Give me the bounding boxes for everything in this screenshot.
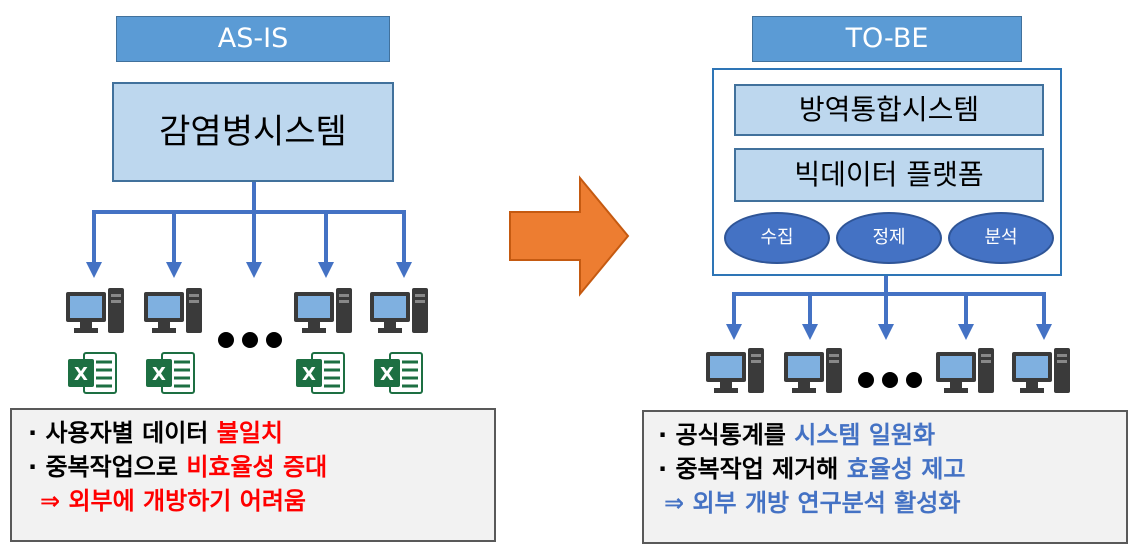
- computer-icon: [142, 288, 206, 342]
- as-is-note-2: · 중복작업으로 비효율성 증대: [28, 453, 328, 481]
- as-is-tree: [86, 181, 412, 278]
- as-is-note-3: ⇒ 외부에 개방하기 어려움: [40, 487, 306, 515]
- analyze-oval: 분석: [948, 212, 1054, 264]
- svg-text:X: X: [74, 364, 88, 385]
- big-data-platform-box: 빅데이터 플랫폼: [734, 148, 1044, 202]
- computer-icon: [1010, 348, 1074, 402]
- to-be-note-1: · 공식통계를 시스템 일원화: [658, 421, 936, 449]
- excel-icon: X: [372, 350, 428, 400]
- computer-icon: [292, 288, 356, 342]
- refine-oval: 정제: [836, 212, 942, 264]
- computer-icon: [368, 288, 432, 342]
- infectious-disease-system-box: 감염병시스템: [112, 82, 394, 182]
- excel-icon: X: [144, 350, 200, 400]
- computer-icon: [934, 348, 998, 402]
- to-be-note-2: · 중복작업 제거해 효율성 제고: [658, 455, 966, 483]
- to-be-tree: [726, 276, 1052, 340]
- right-arrow-icon: [509, 175, 630, 297]
- collect-oval: 수집: [724, 212, 830, 264]
- svg-text:X: X: [380, 364, 394, 385]
- as-is-notes: · 사용자별 데이터 불일치 · 중복작업으로 비효율성 증대 ⇒ 외부에 개방…: [10, 408, 496, 542]
- to-be-notes: · 공식통계를 시스템 일원화 · 중복작업 제거해 효율성 제고 ⇒ 외부 개…: [642, 410, 1128, 544]
- as-is-note-1: · 사용자별 데이터 불일치: [28, 419, 283, 447]
- computer-icon: [704, 348, 768, 402]
- computer-icon: [782, 348, 846, 402]
- computer-icon: [64, 288, 128, 342]
- ellipsis-icon: [856, 368, 926, 396]
- svg-text:X: X: [152, 364, 166, 385]
- ellipsis-icon: [216, 328, 286, 356]
- to-be-header: TO-BE: [752, 16, 1022, 62]
- excel-icon: X: [294, 350, 350, 400]
- svg-text:X: X: [302, 364, 316, 385]
- to-be-note-3: ⇒ 외부 개방 연구분석 활성화: [664, 489, 961, 517]
- as-is-header: AS-IS: [116, 16, 390, 62]
- excel-icon: X: [66, 350, 122, 400]
- quarantine-integrated-system-box: 방역통합시스템: [734, 84, 1044, 136]
